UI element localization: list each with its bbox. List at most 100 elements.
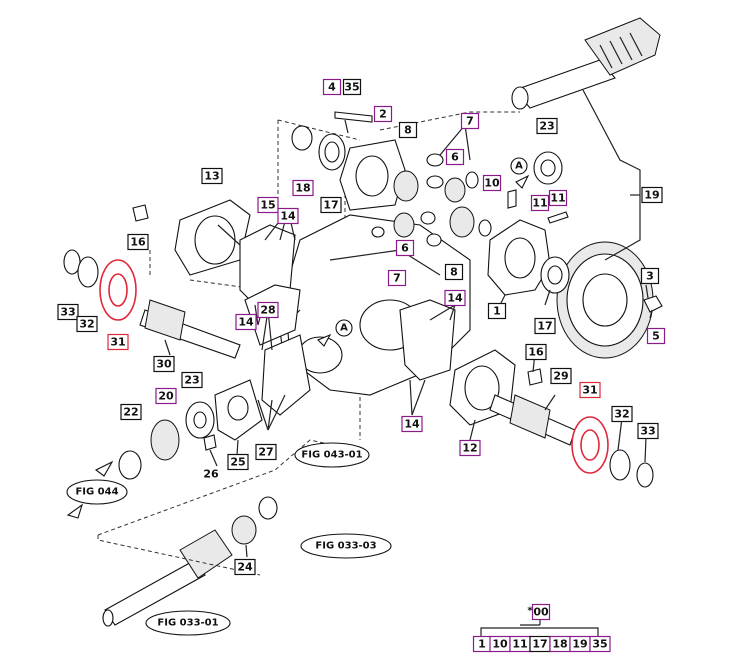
- bearing-31-left: [99, 259, 137, 321]
- part-label-13[interactable]: 13: [201, 167, 223, 185]
- part-label-5[interactable]: 5: [646, 327, 666, 345]
- part-label-8[interactable]: 8: [444, 263, 464, 281]
- part-label-16[interactable]: 16: [525, 343, 547, 361]
- part-label-text: 20: [158, 390, 174, 403]
- part-label-text: 8: [404, 124, 412, 137]
- part-label-7[interactable]: 7: [387, 269, 407, 287]
- part-label-35[interactable]: 35: [589, 635, 611, 653]
- part-label-text: 31: [582, 384, 597, 397]
- part-label-text: 16: [130, 236, 146, 249]
- part-label-text: 17: [537, 320, 552, 333]
- part-label-text: 32: [614, 408, 629, 421]
- part-label-10[interactable]: 10: [482, 174, 502, 192]
- part-label-box: [611, 405, 633, 423]
- part-label-box: [57, 303, 79, 321]
- part-label-28[interactable]: 28: [257, 301, 279, 319]
- part-label-1[interactable]: 1: [487, 302, 507, 320]
- part-label-25[interactable]: 25: [227, 453, 249, 471]
- part-label-text: 10: [492, 638, 508, 651]
- diff-gears: [371, 153, 492, 247]
- part-label-10[interactable]: 10: [489, 635, 511, 653]
- part-label-24[interactable]: 24: [234, 558, 256, 576]
- part-label-11[interactable]: 11: [548, 189, 568, 207]
- part-label-12[interactable]: 12: [459, 439, 481, 457]
- part-label-30[interactable]: 30: [153, 355, 175, 373]
- svg-text:A: A: [340, 323, 348, 334]
- part-label-text: 17: [323, 199, 338, 212]
- part-label-box: [548, 189, 568, 207]
- part-label-3[interactable]: 3: [640, 267, 660, 285]
- part-label-18[interactable]: 18: [292, 179, 314, 197]
- part-label-14[interactable]: 14: [444, 289, 466, 307]
- part-label-14[interactable]: 14: [235, 313, 257, 331]
- part-label-text: 2: [379, 108, 387, 121]
- part-label-19[interactable]: 19: [641, 186, 663, 204]
- fig-ref-033-01[interactable]: FIG 033-01: [145, 610, 231, 636]
- part-label-text: 35: [344, 81, 359, 94]
- part-label-19[interactable]: 19: [569, 635, 591, 653]
- part-label-14[interactable]: 14: [401, 415, 423, 433]
- part-label-7[interactable]: 7: [460, 112, 480, 130]
- part-label-29[interactable]: 29: [550, 367, 572, 385]
- part-label-23[interactable]: 23: [181, 371, 203, 389]
- part-label-4[interactable]: 4: [322, 78, 342, 96]
- part-label-15[interactable]: 15: [257, 196, 279, 214]
- part-label-box: [579, 381, 601, 399]
- part-label-box: [460, 112, 480, 130]
- part-label-box: [487, 302, 507, 320]
- part-label-16[interactable]: 16: [127, 233, 149, 251]
- part-label-11[interactable]: 11: [509, 635, 531, 653]
- part-label-box: [292, 179, 314, 197]
- part-label-17[interactable]: 17: [534, 317, 556, 335]
- output-shaft-right: [489, 394, 576, 446]
- part-label-box: [107, 333, 129, 351]
- part-label-text: 11: [532, 197, 547, 210]
- part-label-32[interactable]: 32: [611, 405, 633, 423]
- part-label-31[interactable]: 31: [107, 333, 129, 351]
- fig-ref-043-01[interactable]: FIG 043-01: [294, 442, 370, 468]
- part-label-33[interactable]: 33: [57, 303, 79, 321]
- part-label-box: [444, 289, 466, 307]
- part-label-00[interactable]: 00: [531, 603, 551, 621]
- part-label-22[interactable]: 22: [120, 403, 142, 421]
- part-label-18[interactable]: 18: [549, 635, 571, 653]
- part-label-11[interactable]: 11: [530, 194, 550, 212]
- part-label-box: [536, 117, 558, 135]
- part-label-text: 3: [646, 270, 654, 283]
- part-label-6[interactable]: 6: [445, 148, 465, 166]
- part-label-box: [257, 196, 279, 214]
- part-label-27[interactable]: 27: [255, 443, 277, 461]
- part-label-text: 22: [123, 406, 138, 419]
- part-label-17[interactable]: 17: [320, 196, 342, 214]
- part-label-17[interactable]: 17: [529, 635, 551, 653]
- part-label-text: 31: [110, 336, 125, 349]
- part-label-text: 5: [652, 330, 660, 343]
- part-label-2[interactable]: 2: [373, 105, 393, 123]
- part-label-14[interactable]: 14: [277, 207, 299, 225]
- part-label-box: [342, 78, 362, 96]
- part-label-box: [255, 443, 277, 461]
- part-label-box: [534, 317, 556, 335]
- part-label-1[interactable]: 1: [472, 635, 492, 653]
- part-label-box: [525, 343, 547, 361]
- callout-a-mid[interactable]: A: [335, 319, 353, 337]
- part-label-20[interactable]: 20: [155, 387, 177, 405]
- part-label-text: 15: [260, 199, 275, 212]
- callout-a-top[interactable]: A: [510, 157, 528, 175]
- part-label-8[interactable]: 8: [398, 121, 418, 139]
- part-label-32[interactable]: 32: [76, 315, 98, 333]
- fig-ref-044[interactable]: FIG 044: [66, 479, 128, 505]
- tail-prefix: *: [527, 606, 533, 617]
- part-label-text: 7: [393, 272, 401, 285]
- fig-ref-033-03[interactable]: FIG 033-03: [300, 533, 392, 559]
- part-label-text: 14: [280, 210, 296, 223]
- bearing-31-right: [571, 416, 609, 474]
- part-label-33[interactable]: 33: [637, 422, 659, 440]
- part-label-6[interactable]: 6: [395, 239, 415, 257]
- part-label-31[interactable]: 31: [579, 381, 601, 399]
- part-label-23[interactable]: 23: [536, 117, 558, 135]
- left-cover: [174, 199, 251, 276]
- part-label-box: [234, 558, 256, 576]
- part-label-35[interactable]: 35: [342, 78, 362, 96]
- part-label-box: [530, 194, 550, 212]
